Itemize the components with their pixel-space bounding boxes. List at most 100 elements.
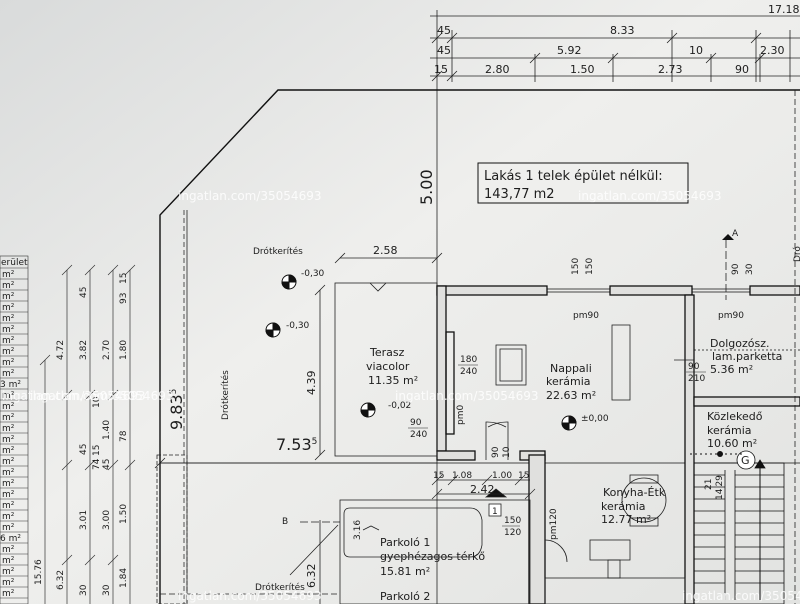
- svg-text:m²: m²: [2, 336, 15, 346]
- svg-text:15: 15: [119, 273, 129, 284]
- svg-text:78: 78: [119, 430, 129, 442]
- svg-text:Nappali: Nappali: [550, 362, 592, 375]
- level-2: -0,30: [286, 321, 310, 331]
- stair-letter: G: [741, 454, 750, 467]
- svg-text:m²: m²: [2, 468, 15, 478]
- dim-top-45: 45: [437, 24, 451, 37]
- stair-dim-21: 21: [704, 479, 714, 490]
- svg-text:m²: m²: [2, 446, 15, 456]
- dim-15-a: 15: [433, 471, 444, 481]
- svg-text:3.01: 3.01: [79, 510, 89, 530]
- svg-text:m²: m²: [2, 490, 15, 500]
- terrace-outline: [156, 282, 438, 604]
- svg-text:m²: m²: [2, 325, 15, 335]
- svg-text:m²: m²: [2, 369, 15, 379]
- level-4: ±0,00: [581, 414, 609, 424]
- svg-text:m²: m²: [2, 402, 15, 412]
- svg-text:m²: m²: [2, 512, 15, 522]
- svg-text:m²: m²: [2, 501, 15, 511]
- building-walls: [436, 285, 800, 604]
- dim-15-b: 15: [518, 471, 529, 481]
- svg-text:kerámia: kerámia: [546, 375, 591, 388]
- svg-text:15.81 m²: 15.81 m²: [380, 565, 430, 578]
- watermark-4: ingatlan.com/35054693: [30, 389, 173, 403]
- table-cells: m² m² m² m² m² m² m² m² m² m² 3 m² m² m²…: [0, 270, 21, 599]
- stair-dim-14: 1429: [715, 475, 725, 500]
- door1-w: 180: [460, 355, 477, 365]
- entry-dims: [431, 474, 536, 500]
- dim-row2-592: 5.92: [557, 44, 582, 57]
- svg-text:Közlekedő: Közlekedő: [707, 410, 763, 423]
- staircase: [693, 450, 785, 604]
- fence-label-2: Drótkerítés: [220, 370, 231, 420]
- win-top-1: 150: [571, 258, 581, 275]
- fence-label-1: Drótkerítés: [253, 246, 303, 257]
- dim-right-632: 6.32: [305, 564, 318, 589]
- svg-text:1.40: 1.40: [102, 420, 112, 440]
- svg-text:6 m²: 6 m²: [0, 534, 21, 544]
- table-header: erület: [1, 258, 28, 268]
- level-3: -0,02: [388, 401, 411, 411]
- dim-row3-273: 2.73: [658, 63, 683, 76]
- marker-1: 1: [492, 507, 498, 517]
- dim-overall: 17.18: [768, 3, 800, 16]
- watermark-1: ingatlan.com/35054693: [178, 189, 321, 203]
- svg-text:Konyha-Étk: Konyha-Étk: [603, 486, 666, 499]
- svg-text:12.77 m²: 12.77 m²: [601, 513, 651, 526]
- dim-108: 1.08: [452, 471, 472, 481]
- dim-row2-45: 45: [437, 44, 451, 57]
- left-vertical-labels: 4.72 45 3.82 10 2.70 1.80 93 15 45 1.40 …: [34, 273, 129, 596]
- windows: [445, 288, 800, 351]
- pm90-a: pm90: [573, 311, 599, 321]
- svg-text:m²: m²: [2, 347, 15, 357]
- room-terrace: Terasz viacolor 11.35 m²: [366, 346, 418, 387]
- left-vertical-chains: [39, 264, 136, 604]
- svg-text:93: 93: [119, 293, 129, 304]
- svg-text:m²: m²: [2, 578, 15, 588]
- room-hall: Közlekedő kerámia 10.60 m²: [707, 410, 763, 450]
- svg-text:6.32: 6.32: [56, 570, 66, 590]
- svg-text:gyephézagos térkő: gyephézagos térkő: [380, 550, 485, 563]
- right-fence-1: Dró: [792, 246, 800, 262]
- svg-text:74: 74: [92, 458, 102, 470]
- room-living: Nappali kerámia 22.63 m²: [546, 362, 596, 402]
- pm120: pm120: [549, 508, 559, 540]
- dim-row3-150: 1.50: [570, 63, 595, 76]
- room-office: Dolgozósz. lam.parketta 5.36 m²: [710, 337, 782, 376]
- pm90-b: pm90: [718, 311, 744, 321]
- title-box: [477, 162, 689, 204]
- watermark-7: ingatlan.com/35054693: [682, 589, 800, 603]
- left-area-table: [0, 255, 29, 604]
- level-1: -0,30: [301, 269, 325, 279]
- svg-text:m²: m²: [2, 567, 15, 577]
- door-small-90: 90: [491, 446, 501, 458]
- watermark-3: ingatlan.com/35054693: [2, 389, 145, 403]
- dim-row3-90: 90: [735, 63, 749, 76]
- svg-text:m²: m²: [2, 281, 15, 291]
- svg-text:m²: m²: [2, 457, 15, 467]
- svg-text:m²: m²: [2, 435, 15, 445]
- svg-text:1.84: 1.84: [119, 568, 129, 588]
- door3-h: 210: [688, 374, 705, 384]
- top-dimension-chain: [430, 10, 800, 604]
- svg-text:3.00: 3.00: [102, 510, 112, 530]
- svg-text:3 m²: 3 m²: [0, 380, 21, 390]
- dim-top-833: 8.33: [610, 24, 635, 37]
- svg-text:3.82: 3.82: [79, 340, 89, 360]
- fence-label-3: Drótkerítés: [255, 582, 305, 593]
- dim-main-500: 5.00: [417, 169, 436, 205]
- svg-text:m²: m²: [2, 545, 15, 555]
- dim-terrace-width: 2.58: [373, 244, 398, 257]
- dim-242: 2.42: [470, 483, 495, 496]
- door1-h: 240: [460, 367, 477, 377]
- section-a-arrow: [722, 234, 734, 240]
- door2-h: 240: [410, 430, 427, 440]
- furniture: [495, 324, 686, 604]
- dim-row3-280: 2.80: [485, 63, 510, 76]
- svg-text:kerámia: kerámia: [707, 424, 752, 437]
- section-b: B: [282, 517, 288, 527]
- dim-row3-15: 15: [434, 63, 448, 76]
- svg-text:m²: m²: [2, 424, 15, 434]
- win-right-90: 90: [731, 263, 741, 275]
